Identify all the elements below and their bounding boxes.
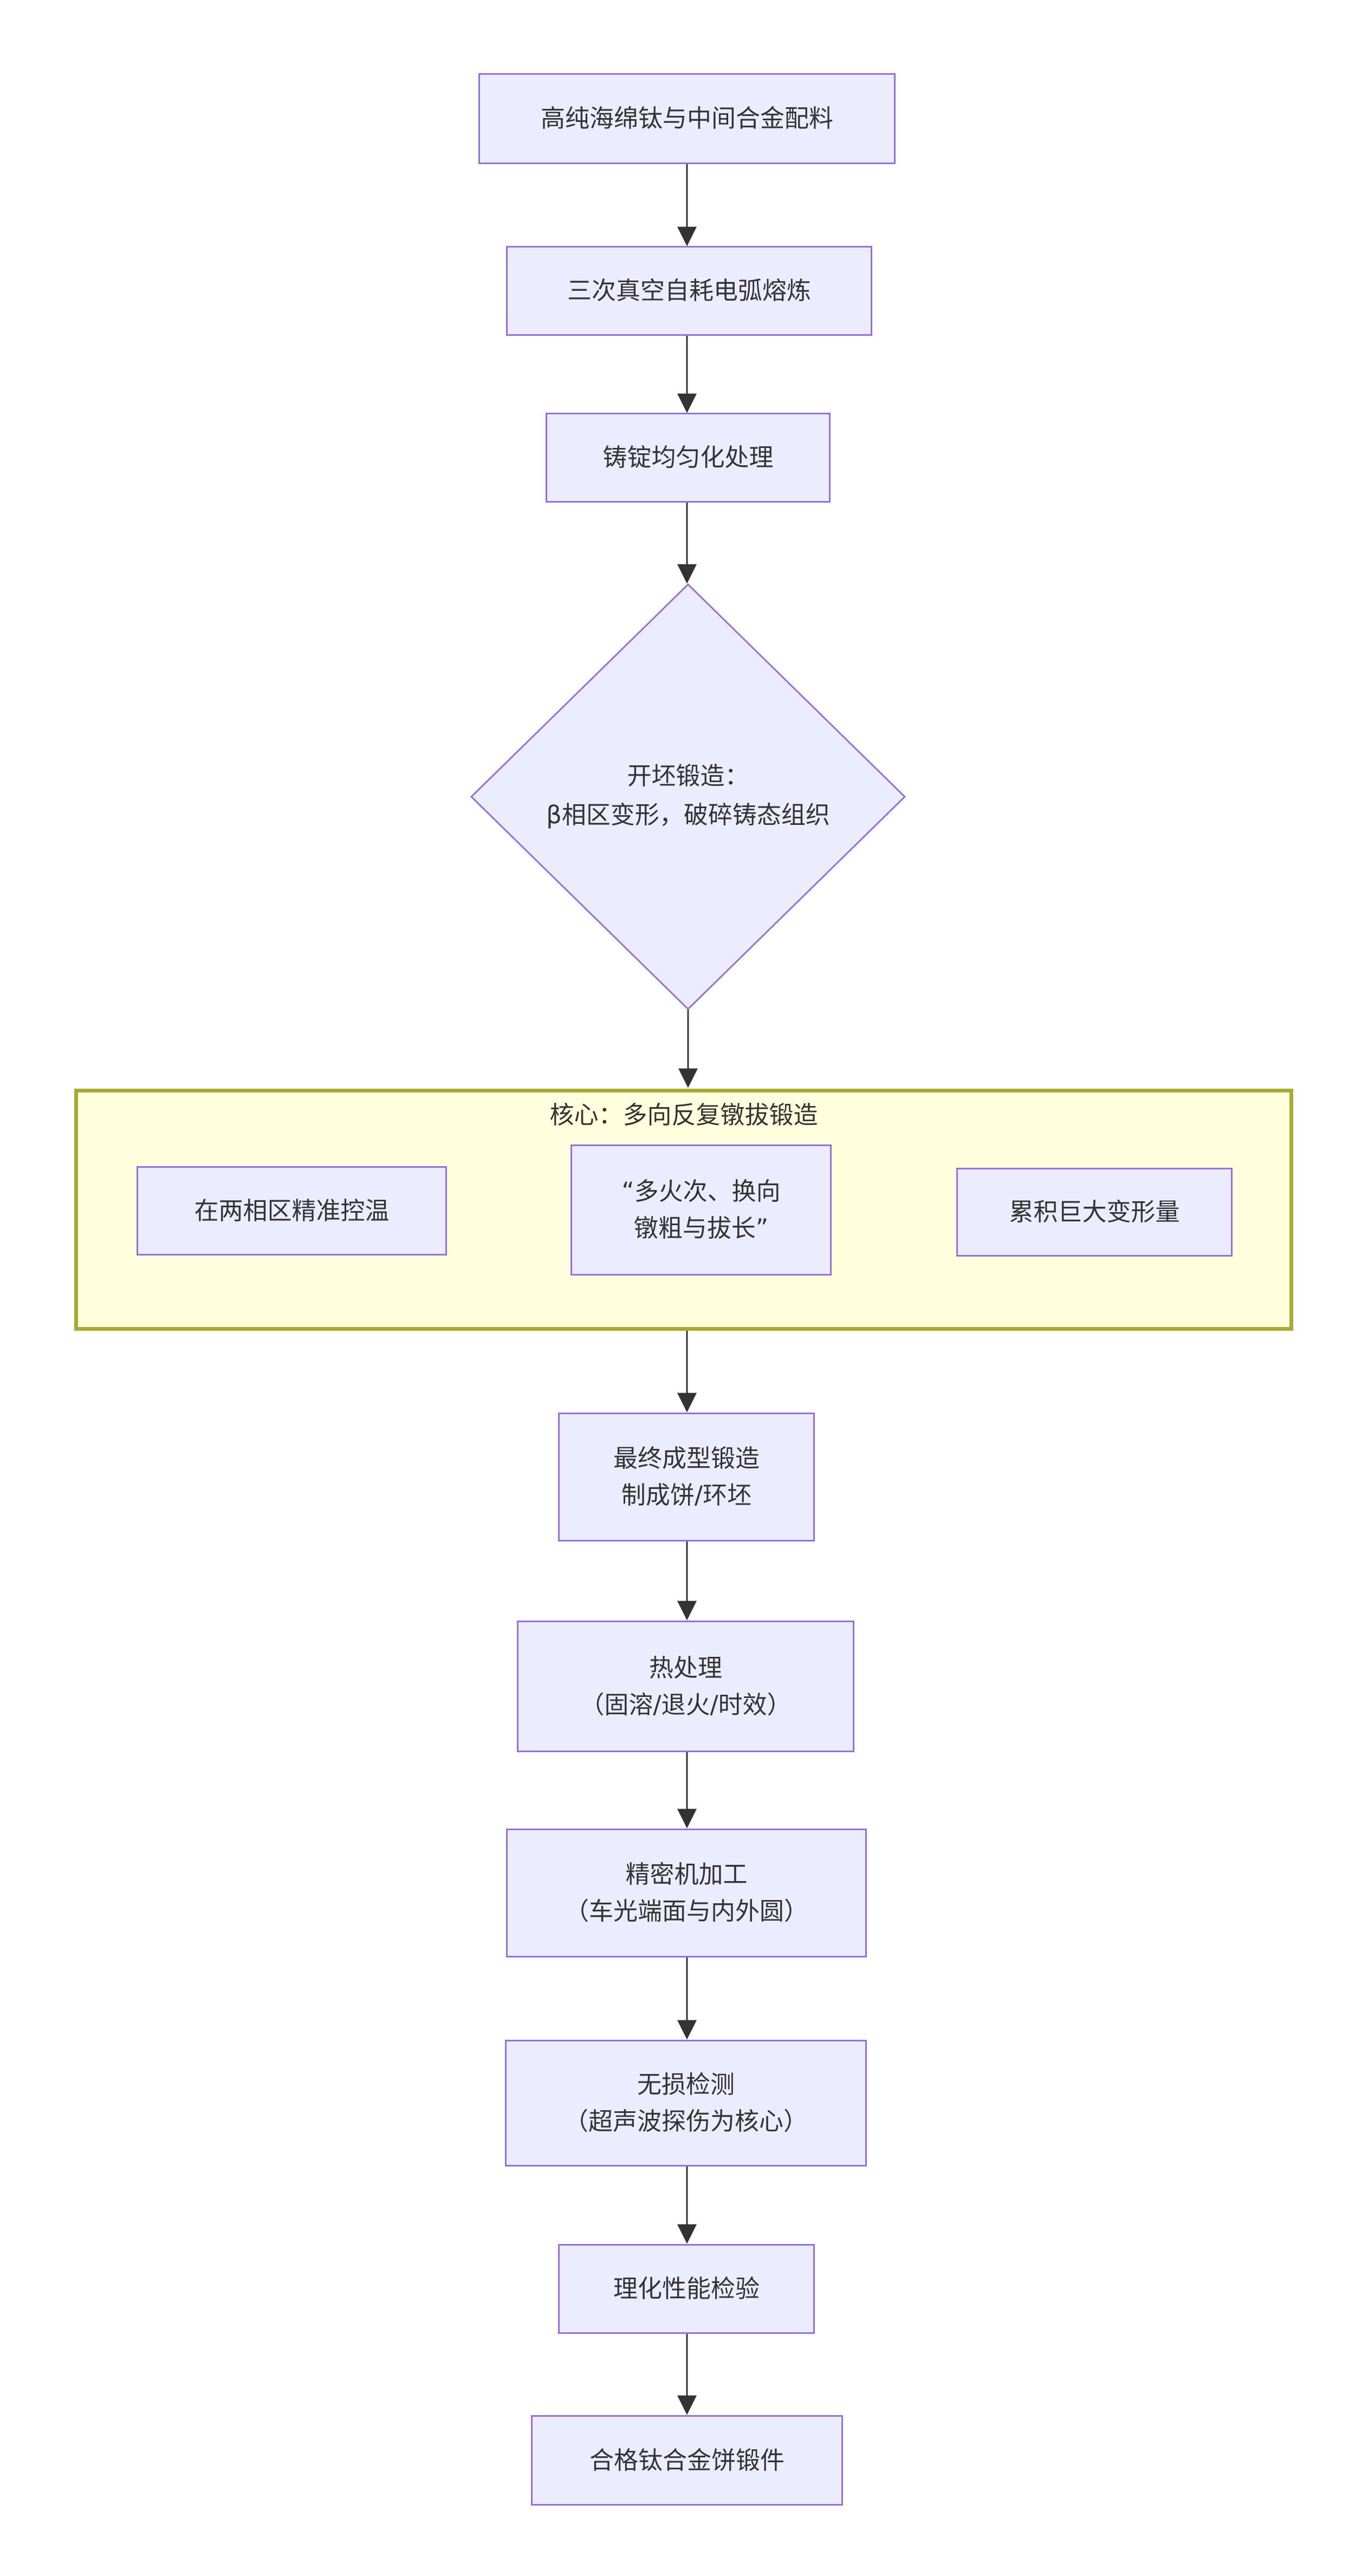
node-final-forging-label: 最终成型锻造 制成饼/环坯: [613, 1444, 760, 1510]
node-property-testing: 理化性能检验: [558, 2244, 815, 2334]
cluster-core-forging-title: 核心：多向反复镦拔锻造: [549, 1101, 818, 1129]
node-precision-machining: 精密机加工 （车光端面与内外圆）: [506, 1829, 867, 1957]
node-vacuum-arc-melting: 三次真空自耗电弧熔炼: [506, 246, 872, 336]
node-heat-treatment: 热处理 （固溶/退火/时效）: [517, 1621, 854, 1752]
node-heat-treatment-label: 热处理 （固溶/退火/时效）: [580, 1653, 792, 1719]
node-final-forging: 最终成型锻造 制成饼/环坯: [558, 1413, 815, 1541]
node-precision-machining-label: 精密机加工 （车光端面与内外圆）: [564, 1860, 808, 1926]
node-accumulated-deformation: 累积巨大变形量: [956, 1168, 1233, 1257]
node-qualified-forging: 合格钛合金饼锻件: [531, 2415, 843, 2506]
node-accumulated-deformation-label: 累积巨大变形量: [1009, 1198, 1180, 1226]
node-property-testing-label: 理化性能检验: [613, 2274, 760, 2303]
node-upset-drawing-label: “多火次、换向 镦粗与拔长”: [621, 1177, 781, 1243]
node-upset-drawing: “多火次、换向 镦粗与拔长”: [570, 1144, 832, 1276]
decision-diamond-shape: [470, 583, 906, 1011]
decision-cogging-label: 开坯锻造： β相区变形，破碎铸态组织: [546, 762, 830, 829]
node-raw-materials-label: 高纯海绵钛与中间合金配料: [540, 104, 833, 133]
node-homogenization: 铸锭均匀化处理: [546, 413, 831, 503]
node-temp-control-label: 在两相区精准控温: [194, 1196, 390, 1225]
node-qualified-forging-label: 合格钛合金饼锻件: [589, 2445, 785, 2475]
node-ndt-inspection: 无损检测 （超声波探伤为核心）: [505, 2040, 867, 2167]
node-ndt-inspection-label: 无损检测 （超声波探伤为核心）: [563, 2070, 808, 2136]
node-homogenization-label: 铸锭均匀化处理: [602, 443, 774, 472]
node-vacuum-arc-melting-label: 三次真空自耗电弧熔炼: [567, 276, 811, 305]
node-temp-control: 在两相区精准控温: [137, 1166, 447, 1256]
node-raw-materials: 高纯海绵钛与中间合金配料: [478, 73, 896, 164]
